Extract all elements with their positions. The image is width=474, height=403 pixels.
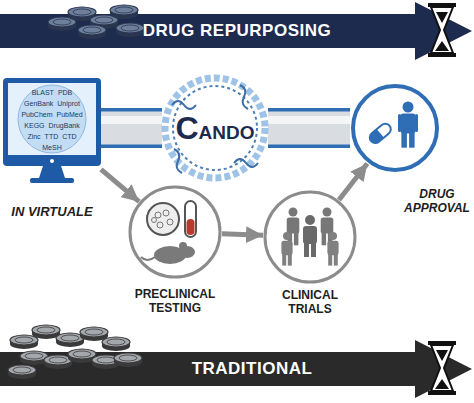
flow-arrow	[222, 234, 263, 236]
database-name: Uniprot	[57, 99, 80, 108]
preclinical-circle: PRECLINICAL TESTING	[128, 185, 222, 279]
flow-arrow	[339, 163, 367, 199]
logo-text: CANDO	[175, 110, 254, 147]
preclinical-circle-art	[128, 185, 222, 279]
section-label: IN VIRTUALE	[3, 204, 101, 220]
clinical-circle: CLINICAL TRIALS	[263, 190, 357, 284]
database-name: KEGG	[24, 121, 44, 130]
database-name: PubChem	[21, 110, 52, 119]
database-name: Zinc	[27, 132, 40, 141]
approval-circle: DRUG APPROVAL	[350, 83, 440, 173]
database-name: PubMed	[57, 110, 83, 119]
stage-label: DRUG APPROVAL	[402, 187, 472, 216]
stage-label: PRECLINICAL TESTING	[120, 287, 230, 316]
pipeline-tube	[101, 120, 162, 128]
database-name: MeSH	[42, 143, 61, 152]
database-name: CTD	[62, 132, 76, 141]
stage-label: CLINICAL TRIALS	[260, 288, 360, 317]
database-name: DrugBank	[49, 121, 80, 130]
cando-emblem: CANDO	[160, 75, 270, 181]
screen-label-area: BLAST PDB GenBank UniprotPubChem PubMedKEGG D…	[16, 89, 88, 151]
approval-circle-art	[350, 83, 440, 173]
database-name: TTD	[45, 132, 59, 141]
database-name: BLAST	[32, 88, 54, 97]
timeline-label: TRADITIONAL	[192, 359, 313, 379]
database-name: GenBank	[24, 99, 53, 108]
timeline-arrow: TRADITIONAL	[0, 338, 474, 400]
timeline-label: DRUG REPURPOSING	[143, 21, 331, 41]
pipeline-tube	[268, 120, 350, 128]
timeline-arrow: DRUG REPURPOSING	[0, 0, 474, 62]
flow-arrow	[101, 169, 139, 201]
clinical-circle-art	[263, 190, 357, 284]
database-name: PDB	[58, 88, 72, 97]
